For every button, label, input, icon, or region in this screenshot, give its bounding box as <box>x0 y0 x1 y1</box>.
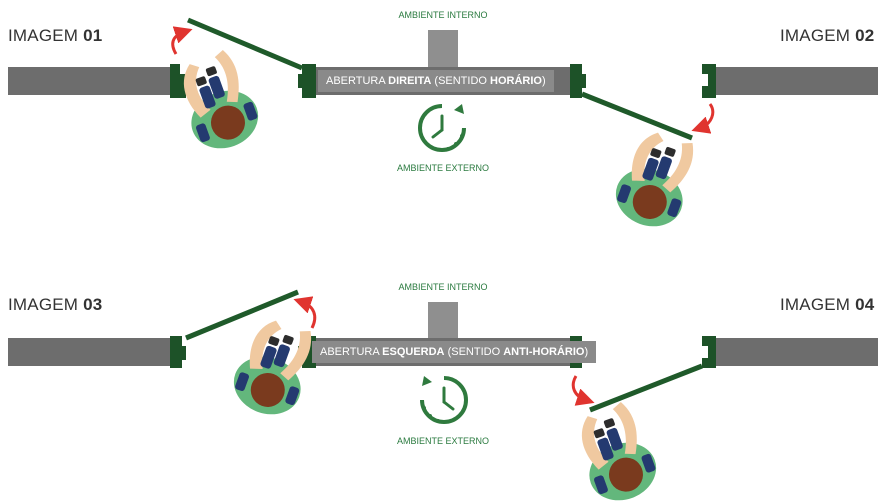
opening-direction-banner-bottom: ABERTURA ESQUERDA (SENTIDO ANTI-HORÁRIO) <box>312 341 597 363</box>
ambiente-interno-top: AMBIENTE INTERNO <box>398 10 488 20</box>
wall-left-bottom <box>8 338 170 366</box>
wall-left-top <box>8 67 170 95</box>
ambiente-interno-bottom: AMBIENTE INTERNO <box>398 282 488 292</box>
frame-4b <box>702 336 716 368</box>
opening-direction-banner-top: ABERTURA DIREITA (SENTIDO HORÁRIO) <box>318 70 554 92</box>
frame-2a <box>570 64 586 98</box>
image-label-02: IMAGEM 02 <box>780 26 875 45</box>
bottom-section <box>8 289 878 504</box>
swing-arrow-icon <box>293 296 317 329</box>
image-label-04: IMAGEM 04 <box>780 295 875 314</box>
top-section <box>8 17 878 236</box>
image-label-01: IMAGEM 01 <box>8 26 103 45</box>
ambiente-externo-top: AMBIENTE EXTERNO <box>396 163 489 173</box>
swing-arrow-icon <box>691 103 715 134</box>
clockwise-clock-icon <box>418 104 466 152</box>
ambiente-externo-bottom: AMBIENTE EXTERNO <box>396 436 489 446</box>
image-label-03: IMAGEM 03 <box>8 295 103 314</box>
interior-corridor-bottom <box>428 302 458 338</box>
person-top-view-icon <box>607 123 704 236</box>
wall-right-top <box>712 67 878 95</box>
interior-corridor-top <box>428 30 458 67</box>
person-top-view-icon <box>170 45 267 158</box>
door-leaf-01 <box>187 17 303 71</box>
frame-1a <box>170 64 186 98</box>
swing-arrow-icon <box>571 375 595 406</box>
door-leaf-04 <box>589 363 703 413</box>
frame-1b <box>298 64 316 98</box>
door-leaf-03 <box>185 289 299 341</box>
door-leaf-02 <box>581 91 693 141</box>
frame-2b <box>702 64 716 98</box>
swing-arrow-icon <box>171 26 193 55</box>
frame-3a <box>170 336 186 368</box>
counterclockwise-clock-icon <box>420 376 468 424</box>
person-top-view-icon <box>568 397 665 504</box>
wall-right-bottom <box>712 338 878 366</box>
